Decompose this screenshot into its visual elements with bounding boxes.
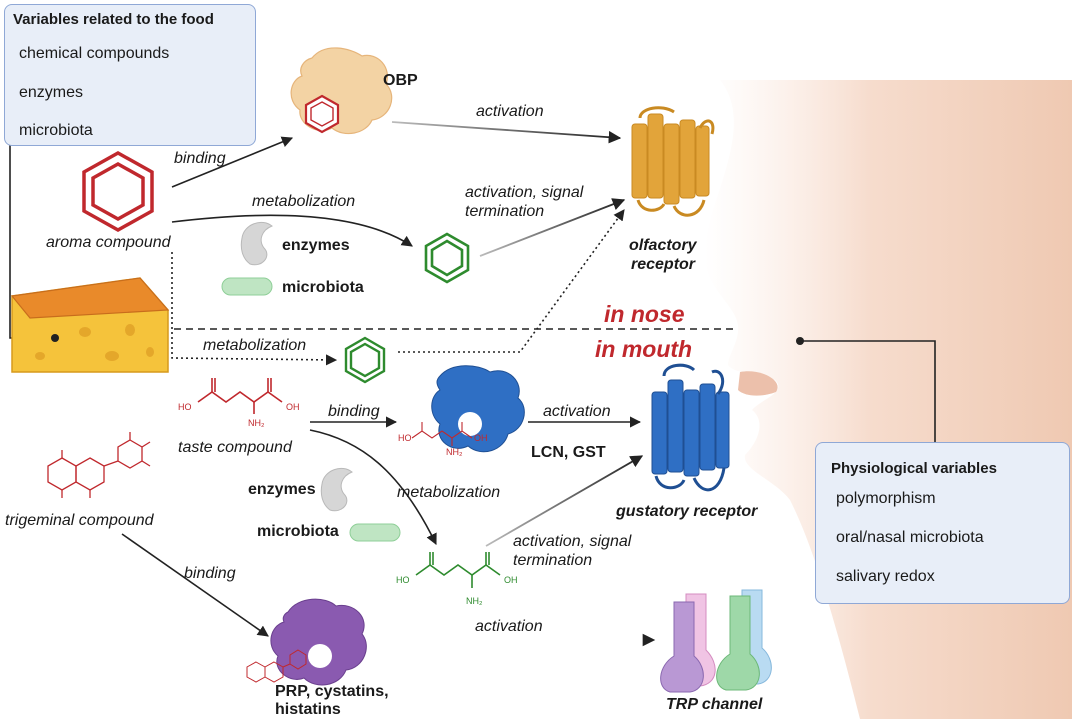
- arrow-binding-top: [171, 136, 294, 188]
- label-activation-bottom: activation: [475, 618, 543, 635]
- label-microbiota-top: microbiota: [282, 279, 364, 296]
- metabolite-ho-text: HO: [396, 575, 410, 585]
- physio-box-connector: [800, 340, 936, 442]
- bound-ho-text: HO: [398, 433, 412, 443]
- microbiota-icon-top: [221, 277, 273, 296]
- label-trigeminal-compound: trigeminal compound: [5, 512, 154, 529]
- label-activation-signal-top-2: termination: [465, 203, 545, 220]
- metabolite-oh-text: OH: [504, 575, 518, 585]
- label-activation-mid: activation: [543, 403, 611, 420]
- label-gustatory-receptor: gustatory receptor: [616, 503, 758, 520]
- trigeminal-compound-structure: [47, 432, 151, 498]
- glutamate-metabolite-structure: [415, 552, 501, 588]
- arrow-metabolization-bottom: [309, 429, 437, 546]
- aroma-benzene-icon: [82, 150, 154, 233]
- bound-nh2-text: NH₂: [446, 447, 463, 457]
- obp-protein-icon: [290, 47, 393, 135]
- physiological-variable-item: oral/nasal microbiota: [836, 529, 984, 546]
- trp-channel-icon: [660, 589, 772, 693]
- label-metabolization-bottom: metabolization: [397, 484, 501, 501]
- physiological-variable-item: polymorphism: [836, 490, 936, 507]
- label-metabolization-top: metabolization: [252, 193, 356, 210]
- microbiota-icon-bottom: [349, 523, 401, 542]
- enzyme-icon-top: [240, 222, 273, 266]
- physiological-variables-title: Physiological variables: [831, 460, 997, 477]
- label-taste-compound: taste compound: [178, 439, 292, 456]
- label-binding-top: binding: [174, 150, 226, 167]
- physiological-variable-item: salivary redox: [836, 568, 935, 585]
- metabolite-benzene-icon-upper: [424, 232, 470, 284]
- physio-box-connector-dot: [796, 337, 804, 345]
- label-activation-signal-top-1: activation, signal: [465, 184, 584, 201]
- label-prp-2: histatins: [275, 701, 341, 718]
- label-enzymes-top: enzymes: [282, 237, 350, 254]
- bound-glutamate-structure: [411, 422, 473, 446]
- label-olfactory-2: receptor: [631, 256, 696, 273]
- metabolite-nh2-text: NH₂: [466, 596, 483, 606]
- food-variable-item: microbiota: [19, 122, 93, 139]
- label-binding-bottom: binding: [184, 565, 236, 582]
- food-variable-item: enzymes: [19, 84, 84, 101]
- label-prp-1: PRP, cystatins,: [275, 683, 389, 700]
- metabolite-benzene-icon-middle: [344, 336, 386, 384]
- cheese-wedge: [10, 277, 170, 373]
- arrow-activation-signal-top: [479, 198, 626, 257]
- label-binding-mid: binding: [328, 403, 380, 420]
- label-olfactory-1: olfactory: [629, 237, 697, 254]
- label-activation-signal-bottom-2: termination: [513, 552, 593, 569]
- label-enzymes-bottom: enzymes: [248, 481, 316, 498]
- taste-oh-text: OH: [286, 402, 300, 412]
- label-aroma-compound: aroma compound: [46, 234, 171, 251]
- physiological-variables-box: Physiological variables polymorphism ora…: [815, 442, 1070, 604]
- arrow-metabolization-mid: [171, 252, 338, 366]
- arrow-binding-bottom: [121, 533, 269, 637]
- food-variables-box: Variables related to the food chemical c…: [4, 4, 256, 146]
- cheese-connector-dot: [51, 334, 59, 342]
- prp-protein-icon: [270, 598, 367, 686]
- arrow-metabolization-top: [171, 214, 413, 247]
- lips-shape: [738, 371, 778, 396]
- bound-catechin-structure: [246, 649, 307, 683]
- arrow-dotted-to-olfactory: [398, 209, 625, 353]
- label-activation-signal-bottom-1: activation, signal: [513, 533, 632, 550]
- enzyme-icon-bottom: [320, 468, 353, 512]
- food-variables-title: Variables related to the food: [13, 11, 214, 28]
- label-in-nose: in nose: [604, 301, 685, 327]
- taste-nh2-text: NH₂: [248, 418, 265, 428]
- taste-compound-structure: [197, 378, 283, 414]
- label-in-mouth: in mouth: [595, 336, 693, 362]
- label-obp: OBP: [383, 72, 418, 89]
- taste-ho-text: HO: [178, 402, 192, 412]
- label-metabolization-mid: metabolization: [203, 337, 307, 354]
- label-microbiota-bottom: microbiota: [257, 523, 339, 540]
- label-trp-channel: TRP channel: [666, 696, 763, 713]
- olfactory-receptor-icon: [631, 106, 715, 217]
- food-variable-item: chemical compounds: [19, 45, 170, 62]
- arrow-activation-signal-bottom: [485, 455, 644, 547]
- label-activation-top: activation: [476, 103, 544, 120]
- bound-oh-text: OH: [474, 433, 488, 443]
- label-lcn-gst: LCN, GST: [531, 444, 606, 461]
- gustatory-receptor-icon: [651, 363, 730, 492]
- arrow-activation-top: [391, 121, 622, 144]
- lcn-gst-protein-icon: [431, 365, 525, 453]
